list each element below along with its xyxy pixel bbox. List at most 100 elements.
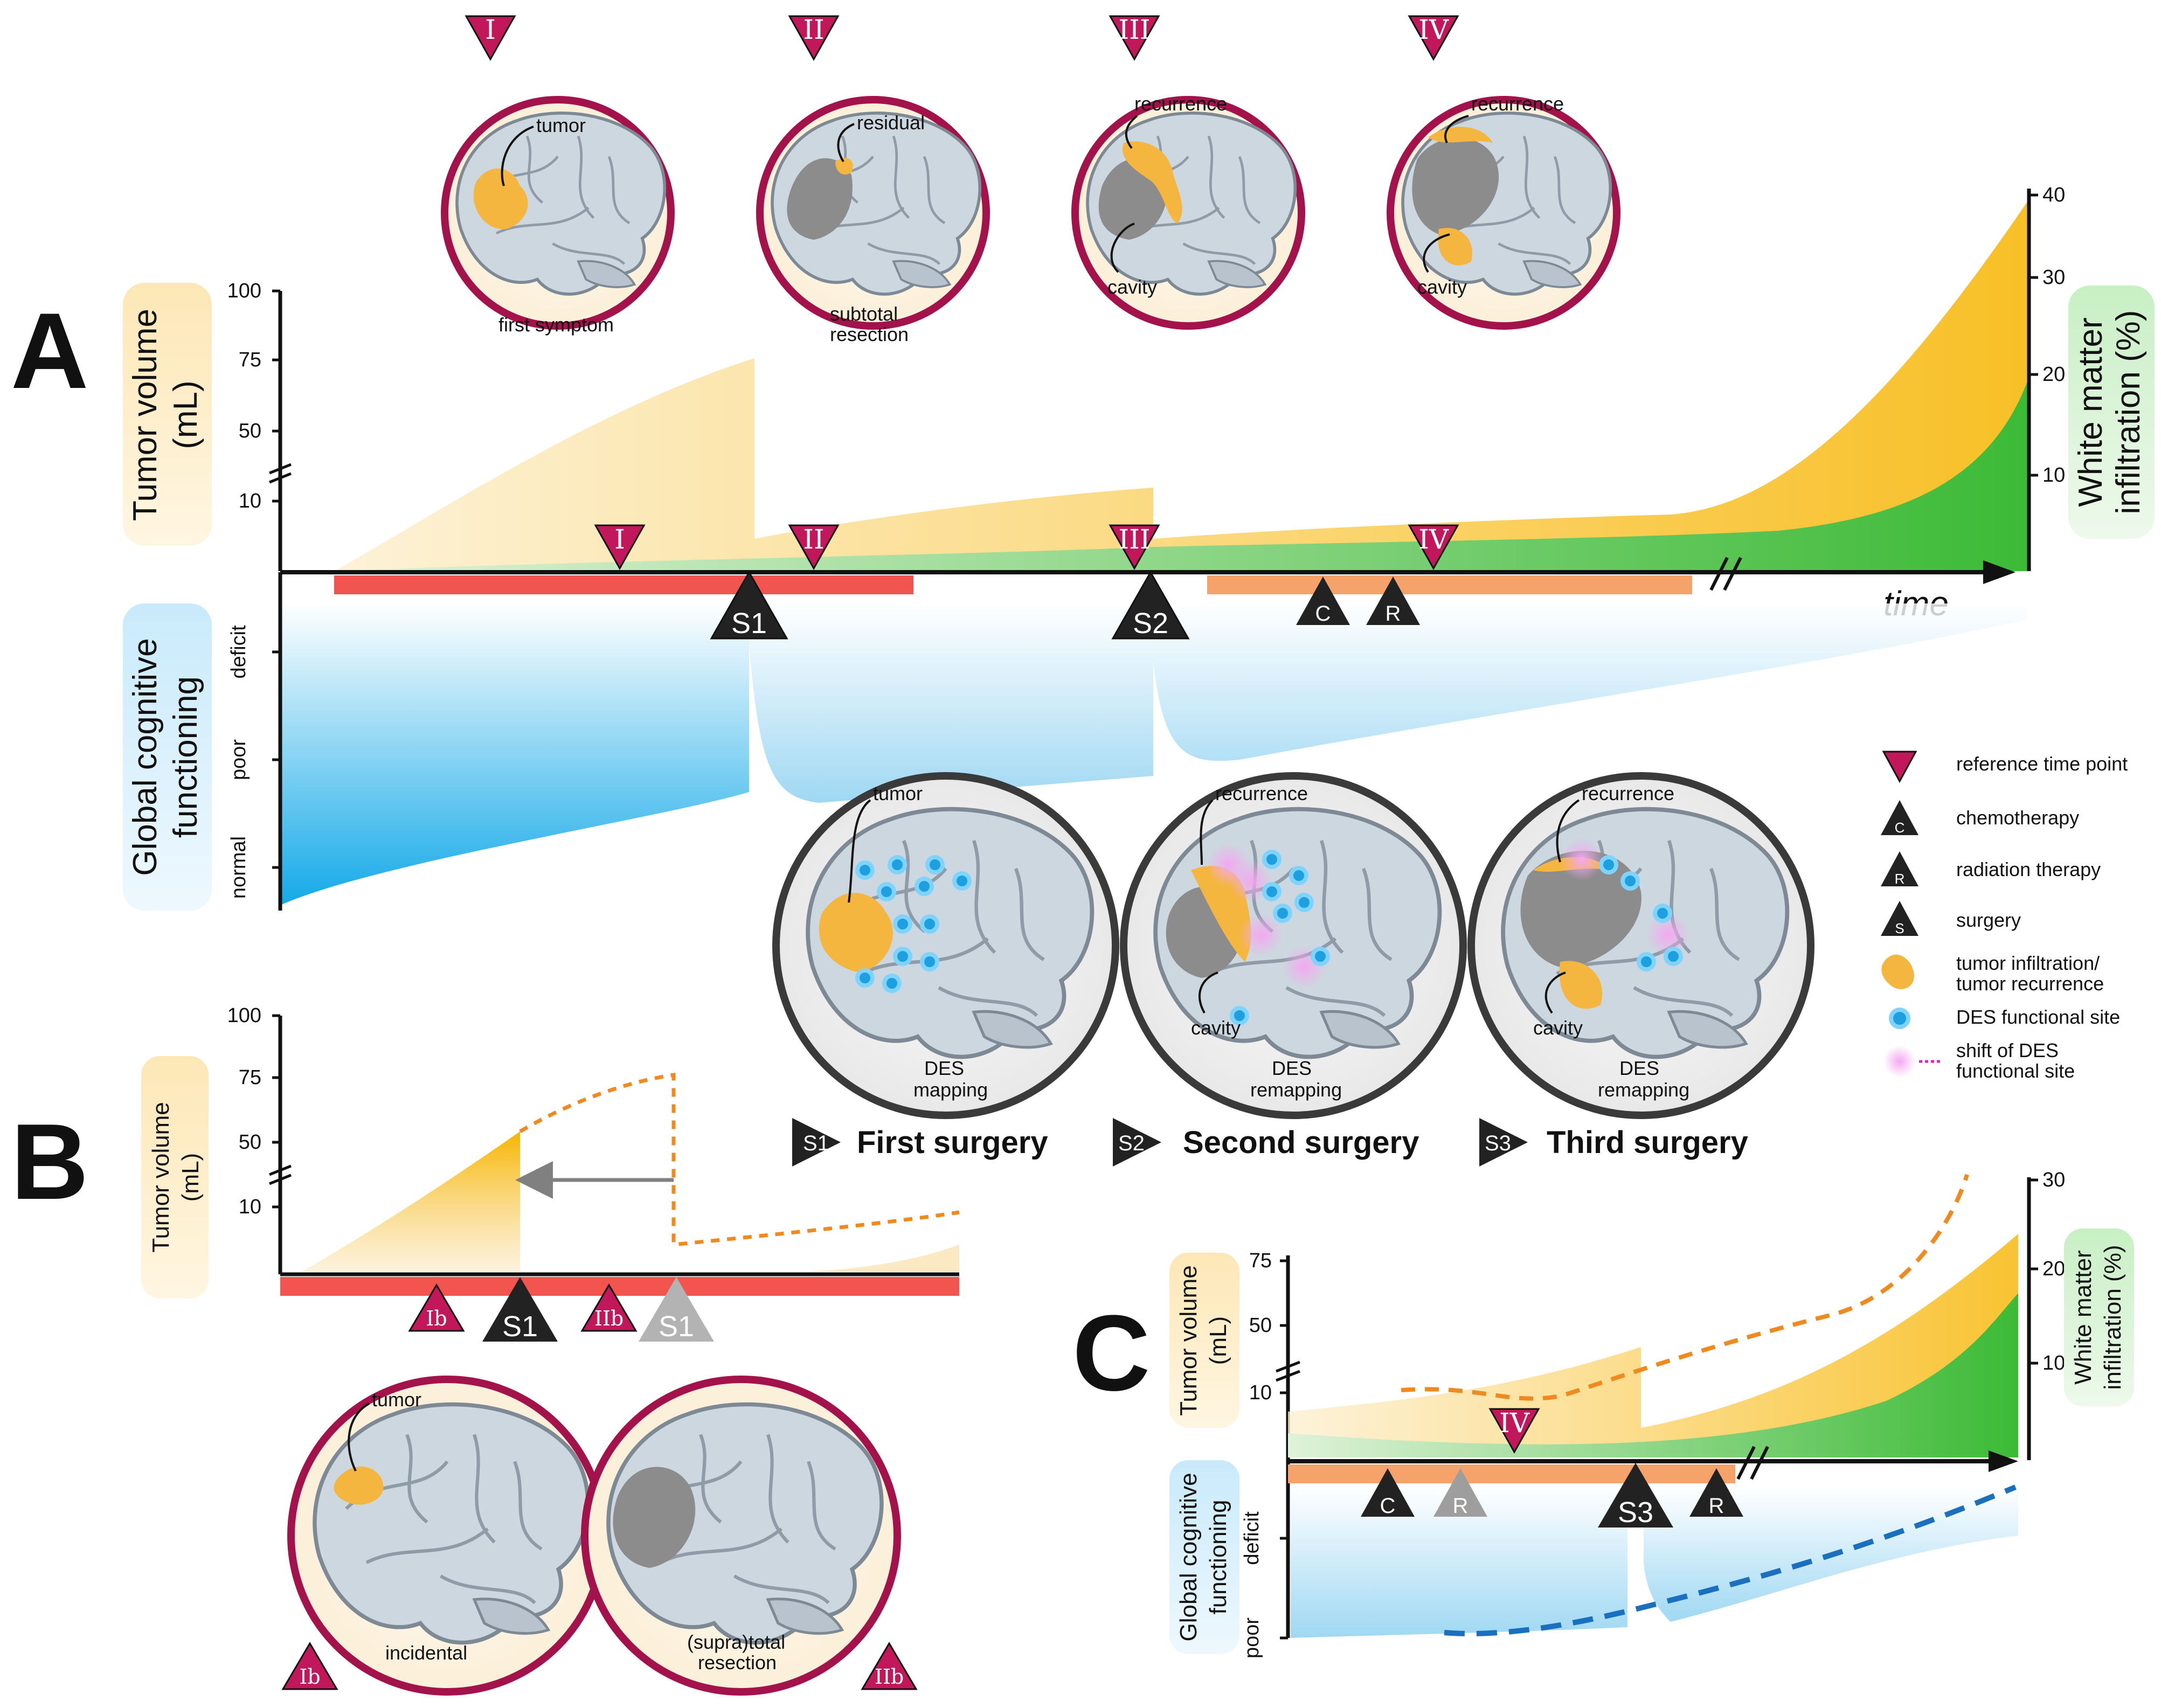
brain-ii-marker-icon [788, 15, 840, 61]
svg-text:III: III [1118, 524, 1150, 555]
brain-ii-label: residual [857, 112, 925, 134]
brain-iv: recurrence cavity [1387, 93, 1620, 330]
panel-label-b: B [11, 1102, 88, 1222]
svg-text:(supra)total: (supra)total [687, 1631, 785, 1653]
surgery-brain-2-caption-1: DES [1272, 1057, 1312, 1079]
y-axis-title-wm-line2: infiltration (%) [2110, 310, 2147, 515]
tumor-volume-tag [123, 283, 212, 546]
svg-text:S3: S3 [1618, 1496, 1653, 1529]
svg-text:incidental: incidental [385, 1642, 467, 1664]
panel-b-brain-resection: (supra)total resection [581, 1376, 901, 1696]
tick-poor: poor [227, 739, 250, 780]
surgery-title-3: Third surgery [1547, 1125, 1748, 1160]
cognition-tag [123, 603, 212, 911]
surgery-brain-2-label-recurrence: recurrence [1215, 782, 1308, 804]
brain-ii: residual subtotal resection [756, 96, 990, 345]
svg-text:S3: S3 [1485, 1131, 1511, 1155]
marker-ib-bottom: Ib [281, 1642, 338, 1690]
tumor-volume-tag-b [141, 1056, 209, 1299]
chemotherapy-marker: C [1296, 577, 1350, 626]
adjuvant-treatment-bar-c [1288, 1464, 1735, 1483]
svg-text:Ib: Ib [426, 1307, 447, 1330]
svg-text:R: R [1386, 602, 1401, 626]
y-axis-title-cognition-line1: Global cognitive [127, 638, 164, 876]
surgery-marker-s3-c: S3 [1598, 1463, 1673, 1529]
svg-text:radiation therapy: radiation therapy [1956, 858, 2101, 880]
svg-text:C: C [1315, 602, 1331, 626]
tick-deficit: deficit [227, 625, 250, 679]
svg-text:deficit: deficit [1241, 1511, 1263, 1565]
svg-text:C: C [1895, 820, 1905, 836]
svg-text:IIb: IIb [594, 1307, 624, 1330]
svg-text:50: 50 [239, 1131, 261, 1154]
svg-text:Ib: Ib [299, 1665, 320, 1689]
y-axis-white-matter-ticks: 40 30 20 10 [2029, 184, 2065, 487]
svg-text:II: II [803, 524, 825, 555]
brain-iv-label-cavity: cavity [1417, 276, 1467, 298]
surgery-title-2: Second surgery [1183, 1125, 1419, 1160]
surgery-badge-1: S1 First surgery [792, 1118, 1048, 1167]
brain-iii: recurrence cavity [1071, 93, 1305, 330]
brain-iv-marker-icon [1408, 15, 1459, 61]
brain-i-caption: first symptom [498, 314, 614, 336]
tumor-regrowth-area-b [808, 1245, 959, 1272]
svg-text:10: 10 [239, 1196, 261, 1218]
brain-iv-label-recurrence: recurrence [1471, 93, 1564, 115]
surgery-brain-1-label: tumor [873, 782, 923, 804]
tick-50: 50 [239, 420, 261, 442]
y-axis-title-b-line1: Tumor volume [148, 1102, 174, 1253]
svg-text:IV: IV [1418, 524, 1449, 555]
brain-iii-marker: III [1118, 14, 1150, 45]
svg-text:surgery: surgery [1956, 909, 2021, 931]
y-axis-title-b-line2: (mL) [177, 1153, 204, 1202]
cognition-area-2 [749, 603, 1153, 803]
legend-item-radiation: R radiation therapy [1881, 851, 2101, 887]
tumor-volume-area-c [1288, 1234, 2018, 1455]
panel-b-brain-incidental: tumor incidental [287, 1376, 607, 1696]
radiation-marker: R [1366, 577, 1420, 626]
brain-iii-label-recurrence: recurrence [1134, 93, 1227, 115]
surgery-brain-1-caption-1: DES [924, 1057, 964, 1079]
cognition-area-3 [1153, 603, 2026, 761]
svg-text:S1: S1 [502, 1310, 538, 1343]
brain-ii-marker: II [803, 14, 825, 45]
surgery-brain-1-caption-2: mapping [913, 1079, 988, 1101]
svg-text:100: 100 [227, 1004, 261, 1027]
radiation-marker-c-faded: R [1433, 1468, 1487, 1518]
cognition-area-c1 [1291, 1487, 1627, 1638]
brain-i-marker: I [485, 14, 496, 45]
panel-b-markers: Ib S1 IIb S1 [408, 1277, 714, 1343]
tumor-volume-tag-c [1169, 1253, 1239, 1428]
y-axis-title-wm-line1: White matter [2072, 317, 2109, 506]
svg-text:75: 75 [239, 1066, 261, 1089]
top-brain-row: tumor first symptom I residual subtotal … [441, 14, 1620, 345]
svg-text:30: 30 [2042, 1169, 2065, 1191]
cognition-tag-c [1169, 1460, 1239, 1654]
y-axis-title-cognition-line2: functioning [167, 676, 204, 838]
legend: reference time point C chemotherapy R ra… [1881, 751, 2128, 1082]
svg-text:poor: poor [1241, 1617, 1263, 1658]
radiation-marker-c: R [1689, 1468, 1743, 1518]
surgery-brain-2: recurrence cavity DES remapping [1120, 772, 1467, 1119]
surgery-marker-s2: S2 [1111, 570, 1190, 640]
surgery-brain-3-caption-1: DES [1619, 1057, 1659, 1079]
svg-text:tumor infiltration/: tumor infiltration/ [1956, 952, 2100, 974]
surgery-brain-3-label-recurrence: recurrence [1582, 782, 1674, 804]
svg-text:I: I [614, 524, 625, 555]
brain-i-marker-icon [465, 15, 516, 61]
reference-marker-ib: Ib [408, 1283, 465, 1332]
brain-iv-marker: IV [1418, 14, 1449, 45]
surgery-title-1: First surgery [857, 1125, 1048, 1160]
panel-label-a: A [11, 291, 88, 411]
svg-text:tumor: tumor [372, 1388, 421, 1411]
panel-a: A Tumor volume (mL) 100 75 50 10 40 30 2… [11, 14, 2155, 1167]
pre-treatment-bar-b [280, 1277, 959, 1296]
panel-b: B Tumor volume (mL) 100 75 50 10 Ib S1 [11, 1004, 960, 1696]
tick-10-right: 10 [2042, 464, 2065, 487]
svg-text:functional site: functional site [1956, 1060, 2075, 1082]
svg-text:R: R [1453, 1494, 1469, 1518]
panel-c: C Tumor volume (mL) 75 50 10 30 20 10 Wh… [1072, 1169, 2134, 1658]
white-matter-area [334, 377, 2029, 571]
tick-100: 100 [227, 280, 261, 302]
